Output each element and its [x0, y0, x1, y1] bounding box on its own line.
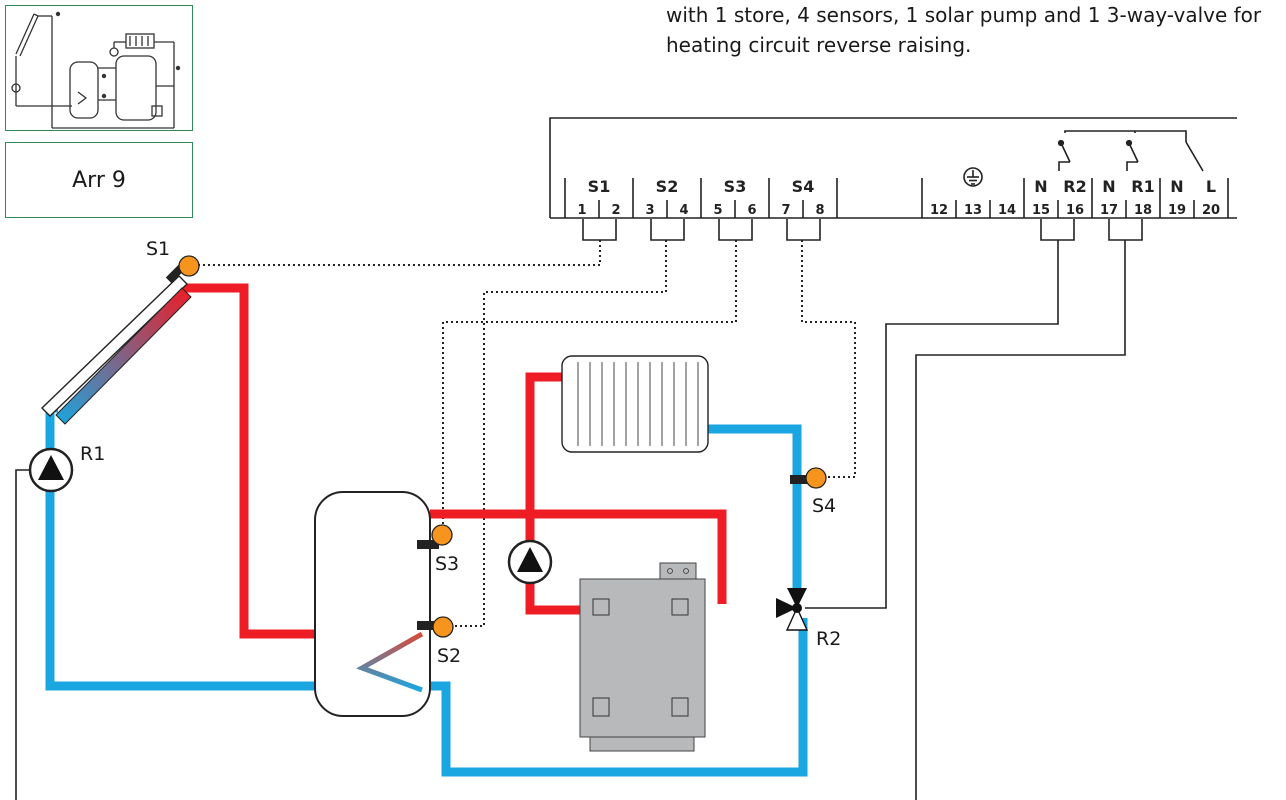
description-line-1: with 1 store, 4 sensors, 1 solar pump an… — [666, 3, 1262, 27]
header-n-3: N — [1170, 177, 1183, 196]
sensor-wires — [191, 240, 856, 627]
ground-icon — [963, 167, 983, 187]
header-r1: R1 — [1131, 177, 1154, 196]
solar-collector — [41, 275, 192, 425]
terminal-2: 2 — [611, 203, 620, 218]
terminal-13: 13 — [964, 203, 982, 218]
header-s4: S4 — [792, 177, 815, 196]
terminal-17: 17 — [1100, 203, 1118, 218]
sensor-s3-label: S3 — [435, 553, 459, 575]
terminal-15: 15 — [1032, 203, 1050, 218]
sensor-s2 — [417, 616, 454, 638]
arrangement-label: Arr 9 — [72, 167, 126, 193]
header-n-1: N — [1034, 177, 1047, 196]
radiator — [561, 355, 709, 453]
terminal-12: 12 — [930, 203, 948, 218]
sensor-s4 — [790, 467, 827, 489]
terminal-16: 16 — [1066, 203, 1084, 218]
sensor-s1 — [165, 255, 200, 284]
terminal-19: 19 — [1168, 203, 1186, 218]
terminal-4: 4 — [679, 203, 688, 218]
pump-r1-label: R1 — [80, 443, 105, 465]
arrangement-label-box: Arr 9 — [5, 142, 193, 218]
relay-wires — [15, 240, 1126, 800]
wire-r1-a — [915, 240, 1126, 800]
terminal-8: 8 — [815, 203, 824, 218]
wire-r1-b — [15, 469, 43, 800]
storage-tank — [314, 491, 431, 717]
boiler — [579, 562, 706, 752]
hydraulic-diagram: S1 S2 S3 S4 N R2 N R1 N L 1 2 3 4 5 6 7 … — [15, 117, 1237, 800]
arrangement-thumbnail — [5, 5, 193, 131]
header-s1: S1 — [588, 177, 611, 196]
three-way-valve-r2 — [776, 588, 809, 631]
terminal-5: 5 — [713, 203, 722, 218]
terminal-18: 18 — [1134, 203, 1152, 218]
header-s3: S3 — [724, 177, 747, 196]
wire-s4 — [801, 240, 856, 478]
controller — [549, 117, 1237, 241]
terminal-3: 3 — [645, 203, 654, 218]
wire-r2 — [805, 240, 1059, 609]
terminal-7: 7 — [781, 203, 790, 218]
terminal-14: 14 — [998, 203, 1016, 218]
terminal-1: 1 — [577, 203, 586, 218]
wire-s3 — [442, 240, 737, 534]
terminal-6: 6 — [747, 203, 756, 218]
valve-r2-label: R2 — [816, 628, 841, 650]
header-n-2: N — [1102, 177, 1115, 196]
header-s2: S2 — [656, 177, 679, 196]
wire-s1 — [191, 240, 601, 266]
thumbnail-schematic-icon — [11, 11, 181, 129]
sensor-s3 — [417, 524, 453, 549]
header-r2: R2 — [1063, 177, 1086, 196]
pump-r1 — [28, 447, 74, 493]
sensor-s1-label: S1 — [146, 238, 170, 260]
header-l: L — [1206, 177, 1216, 196]
sensor-s2-label: S2 — [437, 645, 461, 667]
terminal-20: 20 — [1202, 203, 1220, 218]
sensor-s4-label: S4 — [812, 495, 836, 517]
heating-circuit-pump — [507, 539, 553, 585]
description-text: with 1 store, 4 sensors, 1 solar pump an… — [666, 0, 1286, 60]
description-line-2: heating circuit reverse raising. — [666, 33, 972, 57]
